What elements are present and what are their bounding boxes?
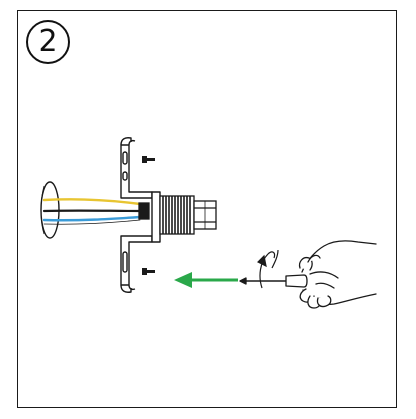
rotate-icon [256,249,279,289]
screw-icon [142,156,155,275]
step-number-badge: 2 [26,20,70,64]
cable-gland-icon [138,195,217,235]
mounting-bracket-icon [120,137,161,293]
step-number: 2 [38,24,58,59]
hand-screwdriver-icon [239,240,377,309]
arrow-left-icon [174,272,238,288]
wires-icon [42,198,142,225]
